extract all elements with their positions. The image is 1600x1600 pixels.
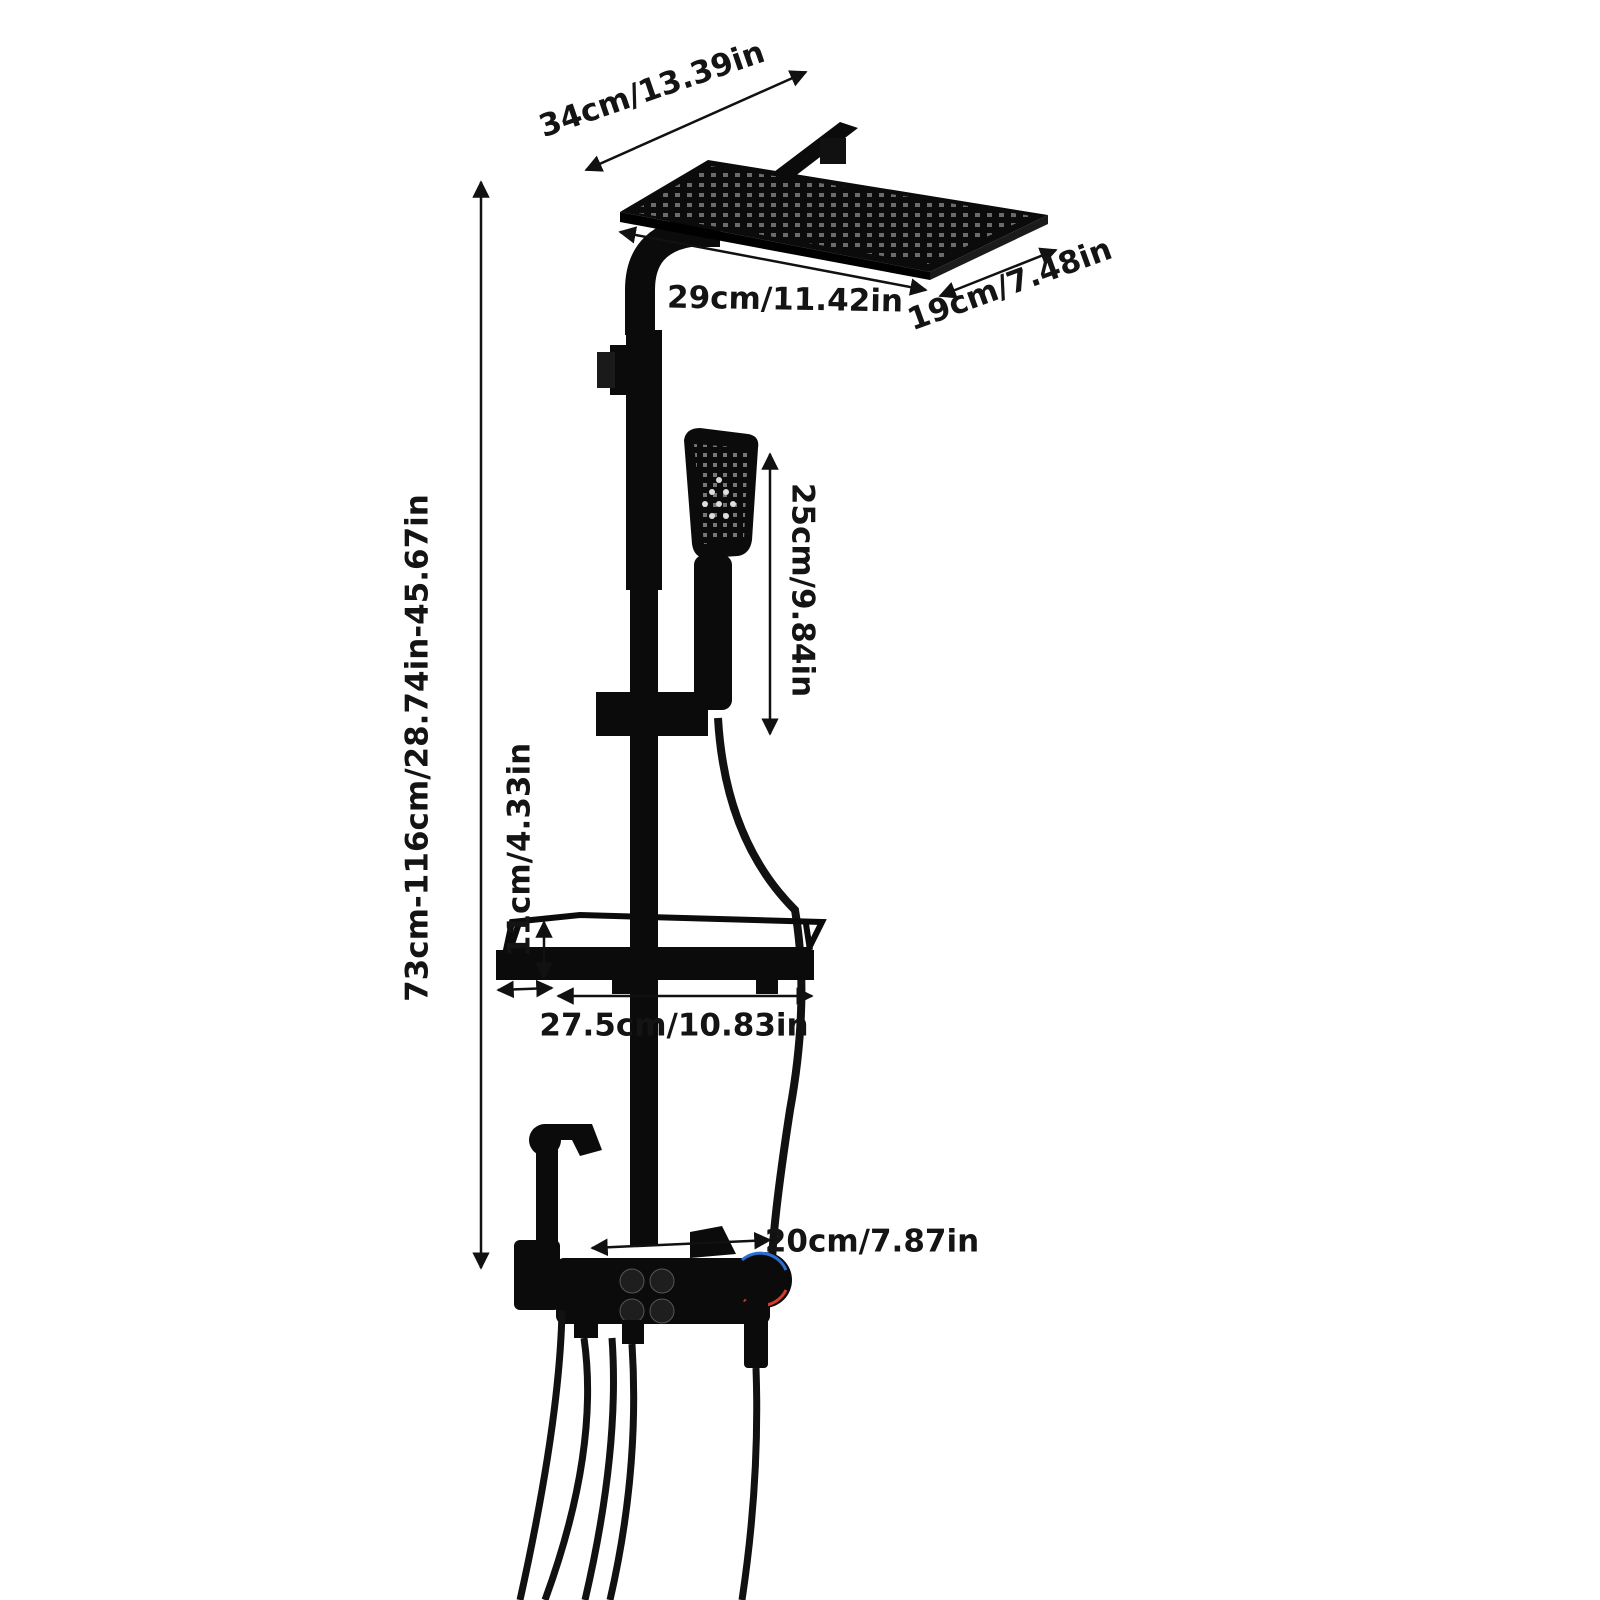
mixer-valve-icon — [514, 1226, 792, 1368]
hand-shower-holder — [596, 692, 708, 736]
shelf-width-label: 27.5cm/10.83in — [539, 1007, 809, 1044]
overall-height-label: 73cm-116cm/28.74in-45.67in — [399, 494, 436, 1002]
dim-line-head-depth — [938, 247, 1058, 299]
valve-width-label: 20cm/7.87in — [764, 1223, 980, 1260]
dim-line-shelf-depth — [496, 979, 554, 999]
shower-rail — [597, 217, 720, 1245]
dim-line-head-width — [584, 70, 808, 172]
bidet-sprayer-icon — [529, 1124, 602, 1258]
head-length-label: 29cm/11.42in — [666, 279, 904, 320]
hand-shower-length-label: 25cm/9.84in — [784, 482, 821, 698]
dim-line-valve — [590, 1231, 772, 1257]
dimension-lines — [472, 70, 1058, 1270]
hand-shower-hose — [714, 717, 806, 1281]
dim-line-head-length — [618, 226, 928, 296]
supply-hoses — [516, 1309, 761, 1600]
shelf-height-label: 11cm/4.33in — [501, 742, 538, 958]
hand-shower-icon — [684, 428, 759, 710]
rain-shower-head-icon — [620, 122, 1048, 280]
